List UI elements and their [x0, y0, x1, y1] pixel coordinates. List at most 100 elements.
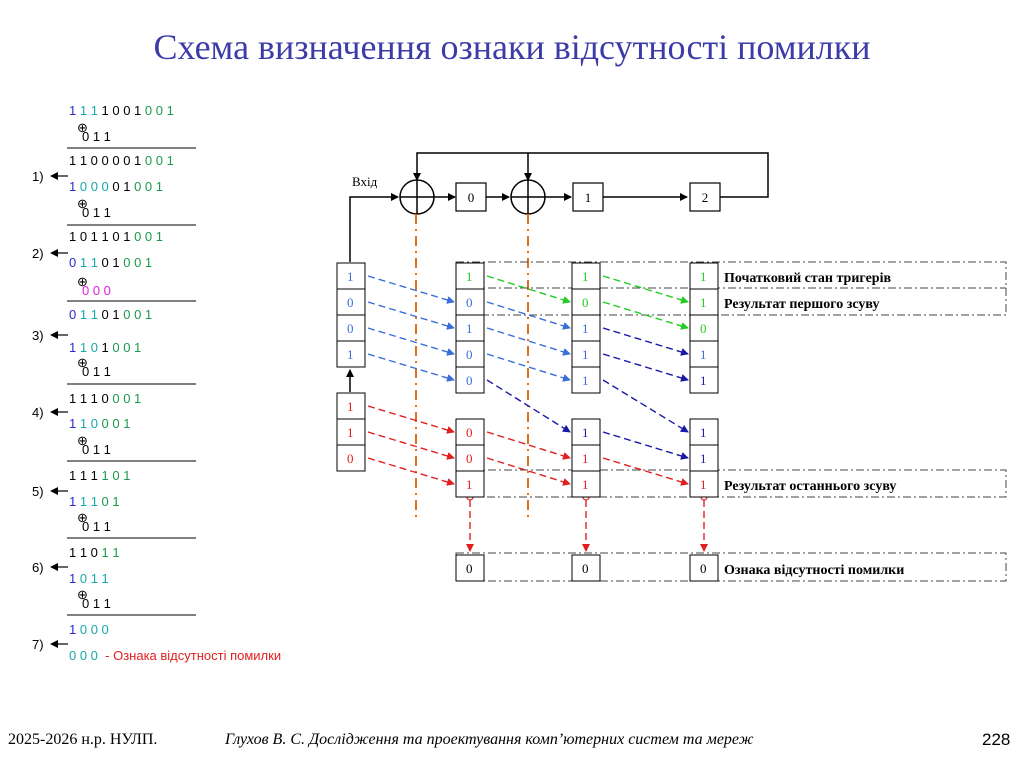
division-digits: 0: [69, 255, 76, 270]
division-digits: 0 1: [109, 179, 131, 194]
register-cell-value: 1: [582, 451, 589, 466]
register-cell-value: 0: [466, 451, 473, 466]
division-digits: 1: [69, 622, 76, 637]
division-digits: 1 1 0: [69, 545, 98, 560]
register-cell-value: 1: [466, 321, 473, 336]
register-cell-value: 1: [347, 399, 354, 414]
register-2-label: 2: [702, 190, 709, 205]
division-line: 1 1 1 1 0 0 1 0 0 1: [69, 103, 174, 118]
register-cell: [455, 418, 485, 446]
register-cell-value: 0: [582, 295, 589, 310]
register-cell-value: 0: [347, 321, 354, 336]
xor-symbol: ⊕: [77, 433, 88, 448]
division-digits: 0 0 1: [120, 255, 153, 270]
division-digits: 1: [69, 416, 76, 431]
division-digits: 1 1: [98, 545, 120, 560]
register-cell: [336, 392, 366, 420]
register-cell: [336, 314, 366, 342]
division-line: 0 0 0 - Ознака відсутності помилки: [69, 648, 281, 663]
division-digits: 0 0 1: [109, 391, 142, 406]
xor-symbol: ⊕: [77, 510, 88, 525]
register-cell-value: 0: [347, 295, 354, 310]
input-line: [349, 193, 399, 262]
register-cell-value: 1: [582, 373, 589, 388]
division-digits: 0 0 0: [82, 283, 111, 298]
band-label-first-shift: Результат першого зсуву: [724, 297, 879, 312]
division-digits: 0 1 1: [82, 205, 111, 220]
register-cell: [336, 444, 366, 472]
division-step-label: 2): [32, 246, 44, 261]
division-line: 1 1 0 0 0 1: [69, 416, 130, 431]
register-cell: [571, 470, 601, 498]
division-rules: [67, 147, 196, 616]
division-line: 1 1 0 0 0 0 1 0 0 1: [69, 153, 174, 168]
division-step-label: 7): [32, 637, 44, 652]
division-digits: 1 1: [76, 307, 98, 322]
register-cell: [689, 418, 719, 446]
division-digits: 1: [69, 571, 76, 586]
division-digits: 0 0 1: [120, 307, 153, 322]
register-1-label: 1: [585, 190, 592, 205]
division-digits: 0 1 1: [76, 571, 109, 586]
division-digits: 0 1 1: [82, 129, 111, 144]
division-line: 1 1 1 0 1: [69, 494, 120, 509]
register-cell: [336, 340, 366, 368]
register-cell-value: 1: [700, 477, 707, 492]
register-cell-value: 1: [700, 425, 707, 440]
division-digits: 1 0 0 1: [98, 103, 141, 118]
register-cell-value: 1: [700, 451, 707, 466]
division-digits: 0 1: [98, 307, 120, 322]
division-digits: - Ознака відсутності помилки: [98, 648, 281, 663]
register-cell-value: 0: [466, 425, 473, 440]
register-cell-value: 0: [466, 295, 473, 310]
division-digits: 0 0 1: [109, 340, 142, 355]
division-line: 0 1 1: [82, 596, 111, 611]
division-line: 0 1 1: [82, 129, 111, 144]
register-cell-value: 0: [466, 561, 473, 576]
xor-symbol: ⊕: [77, 274, 88, 289]
register-cell: [689, 262, 719, 290]
register-cell-value: 1: [582, 347, 589, 362]
division-line: 0 1 1: [82, 442, 111, 457]
division-digits: 1 0: [76, 340, 98, 355]
xor-symbol: ⊕: [77, 120, 88, 135]
register-cell-value: 1: [700, 269, 707, 284]
register-cell: [689, 554, 719, 582]
division-line: 0 1 1: [82, 364, 111, 379]
xor-gate-1: [399, 179, 435, 215]
division-line: 1 1 1 0 0 0 1: [69, 391, 141, 406]
register-cell-value: 1: [582, 321, 589, 336]
division-digits: 1 1: [76, 103, 98, 118]
division-digits: 0 0 0: [76, 622, 109, 637]
register-0-label: 0: [468, 190, 475, 205]
polynomial-division: 1 1 1 1 0 0 1 0 0 10 1 1⊕1 1 0 0 0 0 1 0…: [69, 103, 281, 663]
xor-symbol: ⊕: [77, 587, 88, 602]
division-step-label: 5): [32, 484, 44, 499]
shift-register-circuit: Вхід 0 1 2: [346, 152, 769, 518]
register-cell-value: 1: [582, 269, 589, 284]
register-2: [689, 182, 721, 212]
register-cell: [455, 444, 485, 472]
register-cell-value: 1: [466, 269, 473, 284]
division-digits: 1: [69, 494, 76, 509]
division-digits: 0 0 1: [98, 416, 131, 431]
register-cell-value: 1: [347, 347, 354, 362]
band-label-last-shift: Результат останнього зсуву: [724, 479, 896, 494]
division-digits: 1: [69, 103, 76, 118]
division-digits: 0 0 0: [76, 179, 109, 194]
division-line: 0 1 1: [82, 519, 111, 534]
register-cell: [689, 444, 719, 472]
division-digits: 1: [69, 340, 76, 355]
register-cell-value: 1: [347, 425, 354, 440]
division-line: 0 1 1: [82, 205, 111, 220]
band-frames: [455, 261, 1007, 582]
register-cell-value: 1: [466, 477, 473, 492]
register-cell-value: 1: [582, 425, 589, 440]
division-line: 1 1 1 1 0 1: [69, 468, 130, 483]
division-line: 0 1 1 0 1 0 0 1: [69, 307, 152, 322]
register-cell: [571, 288, 601, 316]
division-line: 1 0 1 1: [69, 571, 109, 586]
division-digits: 1 0 1 1 0 1: [69, 229, 130, 244]
register-cell-value: 0: [347, 451, 354, 466]
